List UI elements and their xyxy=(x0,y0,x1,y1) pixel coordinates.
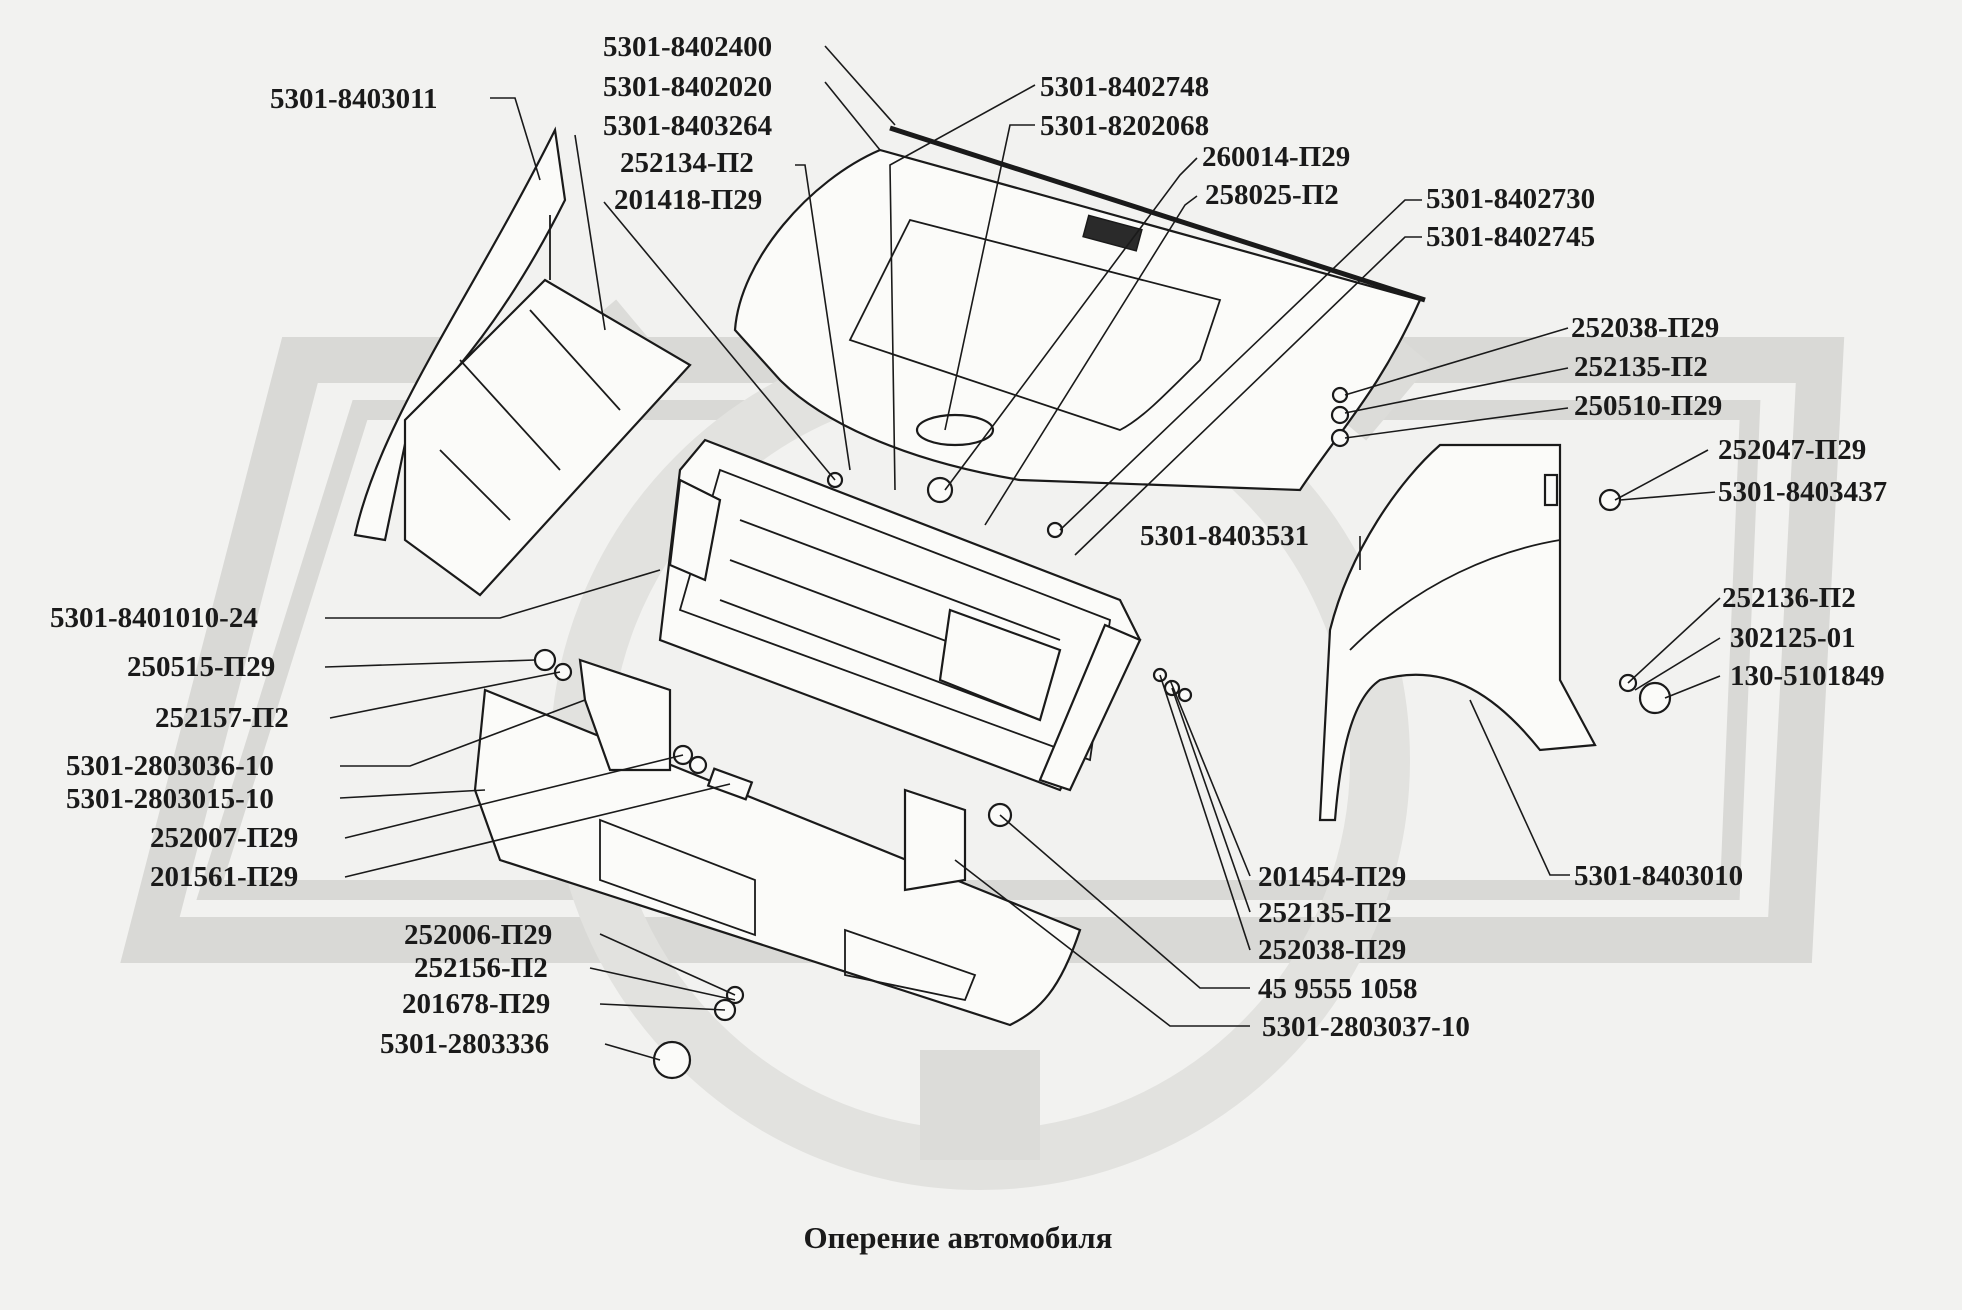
callout-201418-P29: 201418-П29 xyxy=(614,184,762,216)
callout-250515-P29: 250515-П29 xyxy=(127,651,275,683)
front-bumper xyxy=(473,658,1082,1027)
callout-labels: 5301-8402400 5301-8402020 5301-8403011 5… xyxy=(50,31,1887,1060)
callout-5301-2803015-10: 5301-2803015-10 xyxy=(66,783,274,815)
callout-252136-P2: 252136-П2 xyxy=(1722,582,1856,614)
callout-5301-8403264: 5301-8403264 xyxy=(603,110,772,142)
callout-252038-P29: 252038-П29 xyxy=(1571,312,1719,344)
callout-5301-8402730: 5301-8402730 xyxy=(1426,183,1595,215)
callout-5301-8402400: 5301-8402400 xyxy=(603,31,772,63)
callout-5301-8402748: 5301-8402748 xyxy=(1040,71,1209,103)
callout-252134-P2: 252134-П2 xyxy=(620,147,754,179)
radiator-grille xyxy=(658,438,1142,792)
callout-260014-P29: 260014-П29 xyxy=(1202,141,1350,173)
callout-5301-8403011: 5301-8403011 xyxy=(270,83,438,115)
callout-5301-8202068: 5301-8202068 xyxy=(1040,110,1209,142)
callout-252157-P2: 252157-П2 xyxy=(155,702,289,734)
callout-5301-2803037-10: 5301-2803037-10 xyxy=(1262,1011,1470,1043)
callout-5301-2803036-10: 5301-2803036-10 xyxy=(66,750,274,782)
callout-201561-P29: 201561-П29 xyxy=(150,861,298,893)
callout-250510-P29: 250510-П29 xyxy=(1574,390,1722,422)
callout-201454-P29: 201454-П29 xyxy=(1258,861,1406,893)
callout-5301-8403010: 5301-8403010 xyxy=(1574,860,1743,892)
callout-5301-8402020: 5301-8402020 xyxy=(603,71,772,103)
callout-258025-P2: 258025-П2 xyxy=(1205,179,1339,211)
callout-5301-2803336: 5301-2803336 xyxy=(380,1028,549,1060)
leader-lines xyxy=(324,45,1721,1061)
figure-caption: Оперение автомобиля xyxy=(804,1220,1113,1255)
callout-252006-P29: 252006-П29 xyxy=(404,919,552,951)
callout-5301-8401010-24: 5301-8401010-24 xyxy=(50,602,258,634)
callout-252135-P2-b: 252135-П2 xyxy=(1258,897,1392,929)
callout-302125-01: 302125-01 xyxy=(1730,622,1856,654)
callout-5301-8402745: 5301-8402745 xyxy=(1426,221,1595,253)
right-fender xyxy=(1318,443,1597,822)
callout-252135-P2: 252135-П2 xyxy=(1574,351,1708,383)
callout-252007-P29: 252007-П29 xyxy=(150,822,298,854)
callout-45-9555-1058: 45 9555 1058 xyxy=(1258,973,1418,1005)
callout-5301-8403437: 5301-8403437 xyxy=(1718,476,1887,508)
callout-201678-P29: 201678-П29 xyxy=(402,988,550,1020)
callout-252047-P29: 252047-П29 xyxy=(1718,434,1866,466)
callout-5301-8403531: 5301-8403531 xyxy=(1140,520,1309,552)
callout-252156-P2: 252156-П2 xyxy=(414,952,548,984)
callout-252038-P29-b: 252038-П29 xyxy=(1258,934,1406,966)
callout-130-5101849: 130-5101849 xyxy=(1730,660,1885,692)
left-side-panel xyxy=(353,126,692,597)
hood xyxy=(733,125,1426,492)
